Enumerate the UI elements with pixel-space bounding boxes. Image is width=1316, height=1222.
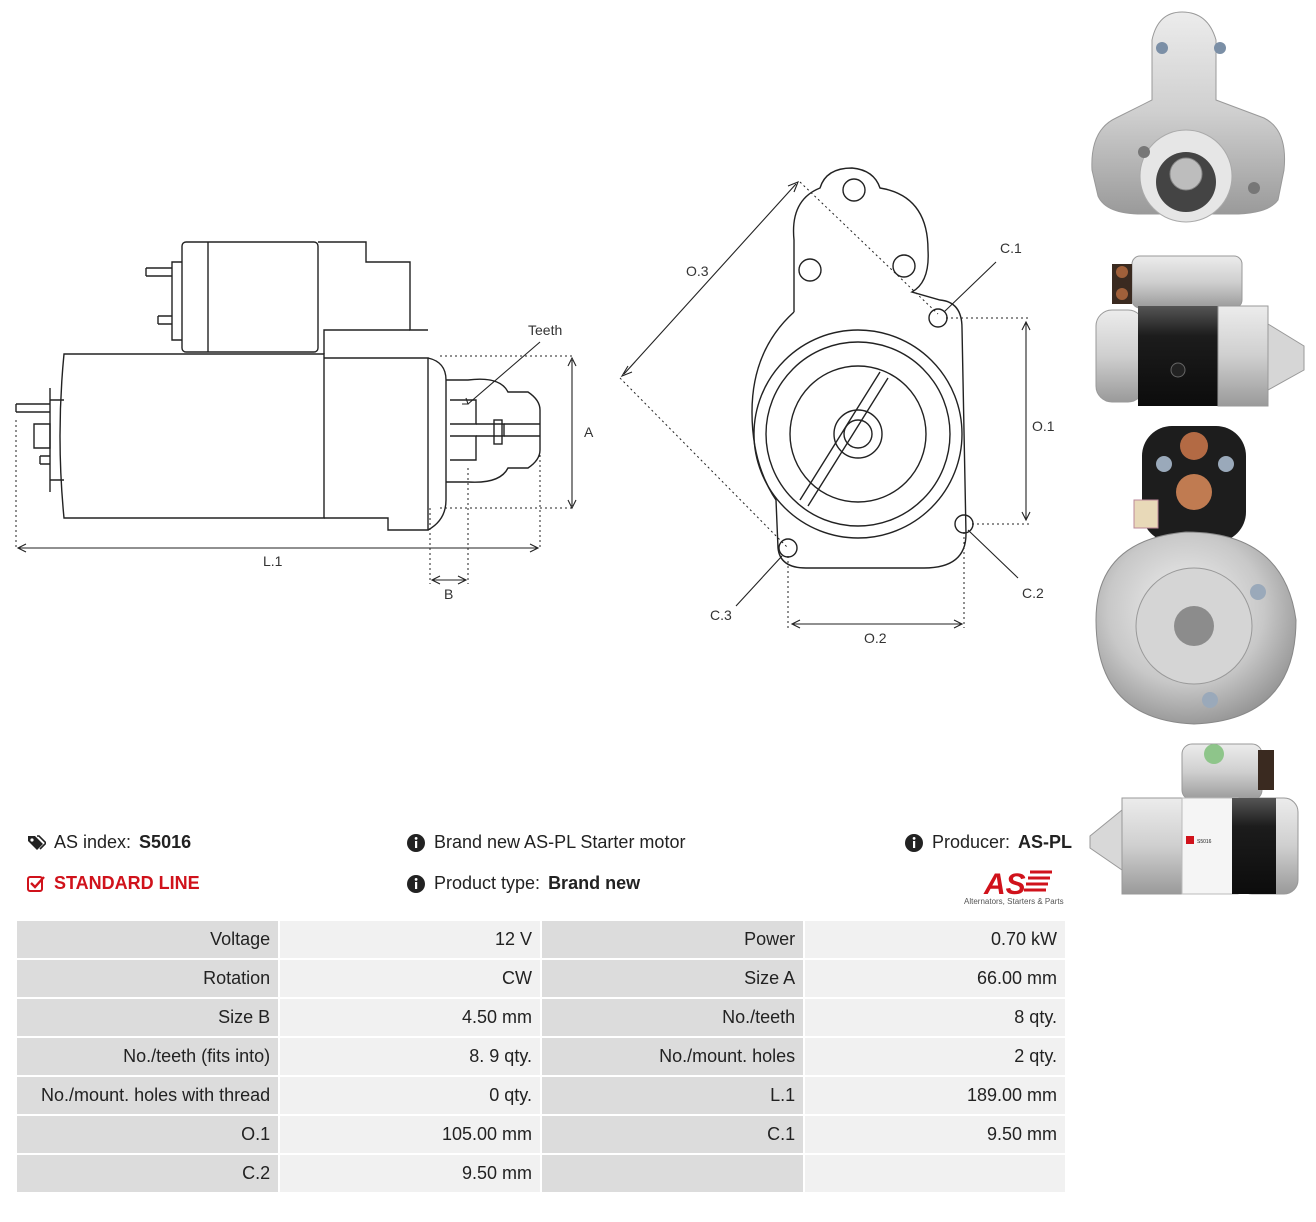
spec-value: 2 qty. xyxy=(803,1036,1067,1077)
label-l1: L.1 xyxy=(263,553,283,569)
tags-icon xyxy=(28,834,46,850)
label-a: A xyxy=(584,424,594,440)
spec-key: Rotation xyxy=(14,958,281,999)
info-circle-icon xyxy=(407,833,425,852)
spec-value: 0 qty. xyxy=(278,1075,542,1116)
spec-key: No./mount. holes xyxy=(539,1036,806,1077)
standard-line-label: STANDARD LINE xyxy=(54,873,200,893)
label-o3: O.3 xyxy=(686,263,709,279)
spec-value: 66.00 mm xyxy=(803,958,1067,999)
spec-key: Voltage xyxy=(14,919,281,960)
spec-row: No./teeth (fits into)8. 9 qty.No./mount.… xyxy=(14,1036,1067,1077)
spec-value: 0.70 kW xyxy=(803,919,1067,960)
photo-side xyxy=(1095,255,1305,407)
photo-side-label: S5016 xyxy=(1089,743,1299,895)
info-circle-icon xyxy=(407,874,425,893)
spec-value: 189.00 mm xyxy=(803,1075,1067,1116)
as-index-value: S5016 xyxy=(139,832,192,852)
info-circle-icon xyxy=(905,833,923,852)
check-square-icon xyxy=(27,875,45,892)
spec-value: 9.50 mm xyxy=(278,1153,542,1194)
spec-key: L.1 xyxy=(539,1075,806,1116)
spec-value: 8 qty. xyxy=(803,997,1067,1038)
side-view xyxy=(15,241,541,531)
photo-rear xyxy=(1095,426,1297,725)
as-pl-logo: AS xyxy=(983,868,1052,901)
label-o1: O.1 xyxy=(1032,418,1055,434)
product-type-value: Brand new xyxy=(548,873,641,893)
as-index-row: AS index: S5016 xyxy=(26,832,191,853)
spec-key: Size A xyxy=(539,958,806,999)
spec-key: O.1 xyxy=(14,1114,281,1155)
label-o2: O.2 xyxy=(864,630,887,646)
as-index-label: AS index: xyxy=(54,832,132,852)
spec-key: No./teeth xyxy=(539,997,806,1038)
product-photos: S5016 xyxy=(1089,11,1305,895)
producer-row: Producer: AS-PL xyxy=(904,832,1072,853)
label-c2: C.2 xyxy=(1022,585,1044,601)
label-c3: C.3 xyxy=(710,607,732,623)
producer-label: Producer: xyxy=(932,832,1011,852)
spec-value: 9.50 mm xyxy=(803,1114,1067,1155)
spec-value: 12 V xyxy=(278,919,542,960)
product-type-row: Product type: Brand new xyxy=(406,873,640,894)
standard-line-row: STANDARD LINE xyxy=(26,873,200,894)
label-c1: C.1 xyxy=(1000,240,1022,256)
spec-key: No./mount. holes with thread xyxy=(14,1075,281,1116)
spec-value xyxy=(803,1153,1067,1194)
spec-value: 4.50 mm xyxy=(278,997,542,1038)
spec-key: Size B xyxy=(14,997,281,1038)
product-type-label: Product type: xyxy=(434,873,541,893)
spec-key: No./teeth (fits into) xyxy=(14,1036,281,1077)
photo-front-flange xyxy=(1091,11,1286,223)
label-teeth: Teeth xyxy=(528,322,562,338)
front-view xyxy=(751,167,974,569)
producer-value: AS-PL xyxy=(1018,832,1073,852)
logo-tagline: Alternators, Starters & Parts xyxy=(964,897,1064,906)
spec-value: CW xyxy=(278,958,542,999)
product-label-code: S5016 xyxy=(1197,839,1212,845)
description-row: Brand new AS-PL Starter motor xyxy=(406,832,685,853)
logo-mark: AS xyxy=(983,868,1026,901)
spec-value: 105.00 mm xyxy=(278,1114,542,1155)
label-b: B xyxy=(444,586,453,602)
spec-key xyxy=(539,1153,806,1194)
technical-drawing: Teeth A L.1 B O.3 C.1 O.1 C.2 C.3 O.2 xyxy=(15,167,1055,646)
spec-key: C.2 xyxy=(14,1153,281,1194)
spec-value: 8. 9 qty. xyxy=(278,1036,542,1077)
spec-key: C.1 xyxy=(539,1114,806,1155)
spec-key: Power xyxy=(539,919,806,960)
description-text: Brand new AS-PL Starter motor xyxy=(434,832,686,852)
